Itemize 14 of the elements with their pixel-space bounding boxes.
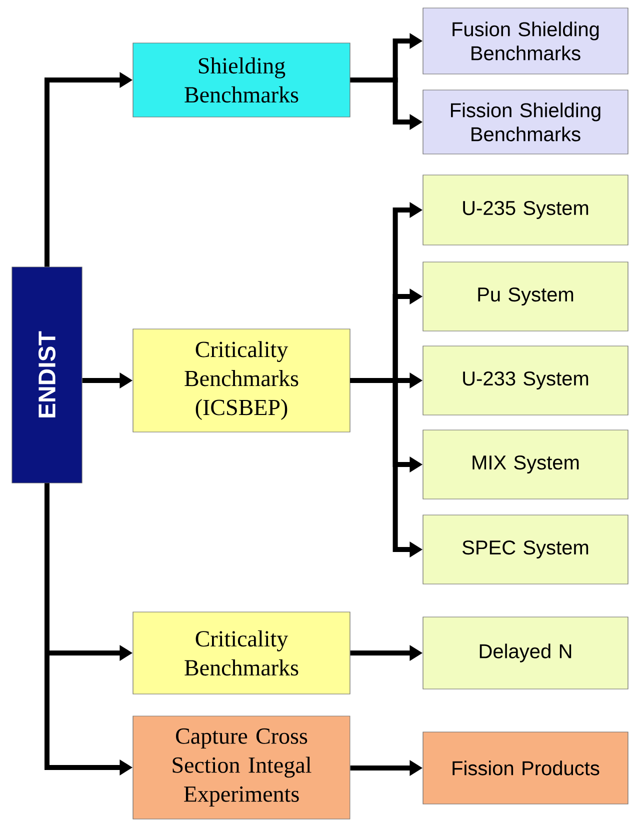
category-box: Shielding Benchmarks [132, 42, 350, 118]
sub-category-box: Delayed N [422, 616, 628, 690]
sub-category-box: Fission Products [422, 732, 628, 804]
sub-category-box: Fusion Shielding Benchmarks [422, 8, 628, 74]
sub-category-box: Fission Shielding Benchmarks [422, 90, 628, 154]
sub-category-box: U-235 System [422, 174, 628, 246]
sub-category-box: Pu System [422, 262, 628, 332]
sub-category-box: SPEC System [422, 514, 628, 584]
sub-category-box: U-233 System [422, 346, 628, 416]
category-box: Capture Cross Section Integal Experiments [132, 716, 350, 820]
category-box: Criticality Benchmarks [132, 612, 350, 694]
category-box: Criticality Benchmarks (ICSBEP) [132, 328, 350, 432]
root-box: ENDIST [12, 266, 82, 484]
sub-category-box: MIX System [422, 430, 628, 500]
